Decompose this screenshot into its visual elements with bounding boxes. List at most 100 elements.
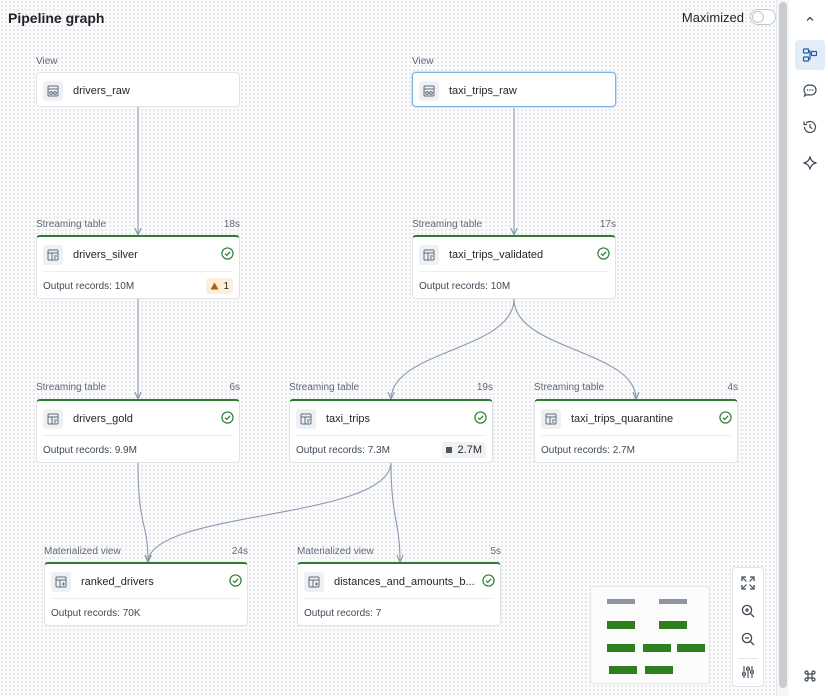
- warning-count: 1: [223, 280, 229, 292]
- node-duration: 5s: [490, 546, 501, 557]
- minimap-node: [607, 599, 635, 604]
- node-taxi-trips-validated[interactable]: taxi_trips_validated Output records: 10M: [412, 235, 616, 299]
- node-duration: 19s: [476, 382, 493, 393]
- node-name: distances_and_amounts_b...: [334, 576, 475, 588]
- page-title: Pipeline graph: [8, 10, 105, 26]
- dropped-records-count: 2.7M: [457, 444, 482, 456]
- right-sidebar: [790, 0, 828, 696]
- materialized-view-icon: [51, 572, 71, 592]
- success-check-icon: [474, 411, 487, 424]
- pipeline-graph-panel: Pipeline graph Maximized View drivers_ra…: [0, 0, 777, 696]
- graph-header: Pipeline graph Maximized: [0, 0, 776, 36]
- streaming-table-icon: [43, 245, 63, 265]
- graph-icon: [802, 48, 818, 62]
- node-drivers-silver[interactable]: drivers_silver Output records: 10M 1: [36, 235, 240, 299]
- vertical-scrollbar[interactable]: [777, 0, 789, 696]
- view-icon: [43, 81, 63, 101]
- streaming-table-icon: [541, 409, 561, 429]
- minimap-node: [645, 666, 673, 674]
- node-duration: 24s: [231, 546, 248, 557]
- streaming-table-icon: [43, 409, 63, 429]
- output-records: Output records: 7: [304, 608, 382, 619]
- collapse-button[interactable]: [795, 4, 825, 34]
- maximized-toggle[interactable]: [750, 9, 776, 25]
- node-type-label: Materialized view: [44, 546, 121, 557]
- comments-button[interactable]: [795, 76, 825, 106]
- minimap-node: [643, 644, 671, 652]
- command-icon: [804, 670, 816, 682]
- view-icon: [419, 81, 439, 101]
- edge-taxi-trips-to-ranked: [148, 461, 392, 562]
- zoom-in-button[interactable]: [738, 601, 758, 621]
- output-records: Output records: 70K: [51, 608, 141, 619]
- comment-icon: [803, 84, 817, 98]
- history-icon: [803, 120, 817, 134]
- fit-view-button[interactable]: [738, 573, 758, 593]
- fit-view-icon: [741, 576, 755, 590]
- node-name: taxi_trips_raw: [449, 85, 517, 97]
- sparkle-icon: [803, 156, 817, 170]
- output-records: Output records: 10M: [43, 281, 135, 292]
- scrollbar-thumb[interactable]: [779, 2, 787, 688]
- output-records: Output records: 2.7M: [541, 445, 635, 456]
- node-drivers-gold[interactable]: drivers_gold Output records: 9.9M: [36, 399, 240, 463]
- streaming-table-icon: [296, 409, 316, 429]
- node-type-label: View: [36, 56, 58, 67]
- node-name: taxi_trips: [326, 413, 371, 425]
- graph-settings-button[interactable]: [738, 662, 758, 682]
- assistant-button[interactable]: [795, 148, 825, 178]
- output-records: Output records: 7.3M: [296, 445, 390, 456]
- maximized-label: Maximized: [681, 9, 744, 25]
- edge-validated-to-taxi-trips: [391, 298, 515, 399]
- materialized-view-icon: [304, 572, 324, 592]
- node-type-label: View: [412, 56, 434, 67]
- zoom-out-button[interactable]: [738, 629, 758, 649]
- minimap-node: [607, 644, 635, 652]
- node-name: drivers_raw: [73, 85, 130, 97]
- zoom-out-icon: [741, 632, 755, 646]
- node-type-label: Streaming table: [534, 382, 605, 393]
- zoom-in-icon: [741, 604, 755, 618]
- square-icon: [445, 447, 452, 453]
- warning-icon: [210, 282, 219, 290]
- node-distances-and-amounts[interactable]: distances_and_amounts_b... Output record…: [297, 562, 501, 626]
- maximized-toggle-group[interactable]: Maximized: [682, 9, 776, 25]
- streaming-table-icon: [419, 245, 439, 265]
- node-ranked-drivers[interactable]: ranked_drivers Output records: 70K: [44, 562, 248, 626]
- node-type-label: Materialized view: [297, 546, 374, 557]
- node-name: ranked_drivers: [81, 576, 154, 588]
- success-check-icon: [229, 574, 242, 587]
- node-taxi-trips-raw[interactable]: taxi_trips_raw: [412, 72, 616, 107]
- zoom-controls: [732, 567, 764, 687]
- node-name: taxi_trips_validated: [449, 249, 544, 261]
- node-duration: 17s: [599, 219, 616, 230]
- collapse-up-icon: [806, 16, 814, 21]
- node-drivers-raw[interactable]: drivers_raw: [36, 72, 240, 107]
- minimap-node: [609, 666, 637, 674]
- node-duration: 4s: [727, 382, 738, 393]
- pipeline-graph-tab[interactable]: [795, 40, 825, 70]
- warning-badge[interactable]: 1: [206, 278, 233, 294]
- dropped-records-badge[interactable]: 2.7M: [441, 442, 486, 458]
- success-check-icon: [719, 411, 732, 424]
- node-type-label: Streaming table: [36, 382, 107, 393]
- minimap[interactable]: [590, 586, 710, 684]
- keyboard-shortcuts-button[interactable]: [795, 661, 825, 691]
- node-name: drivers_silver: [73, 249, 138, 261]
- success-check-icon: [597, 247, 610, 260]
- success-check-icon: [221, 411, 234, 424]
- node-taxi-trips-quarantine[interactable]: taxi_trips_quarantine Output records: 2.…: [534, 399, 738, 463]
- output-records: Output records: 10M: [419, 281, 511, 292]
- node-name: taxi_trips_quarantine: [571, 413, 674, 425]
- edge-validated-to-quarantine: [513, 298, 636, 399]
- success-check-icon: [221, 247, 234, 260]
- node-type-label: Streaming table: [289, 382, 360, 393]
- edge-gold-to-ranked: [137, 461, 148, 562]
- edges-layer: [0, 107, 776, 696]
- minimap-node: [607, 621, 635, 629]
- node-taxi-trips[interactable]: taxi_trips Output records: 7.3M 2.7M: [289, 399, 493, 463]
- minimap-node: [677, 644, 705, 652]
- history-button[interactable]: [795, 112, 825, 142]
- minimap-node: [659, 599, 687, 604]
- node-duration: 6s: [229, 382, 240, 393]
